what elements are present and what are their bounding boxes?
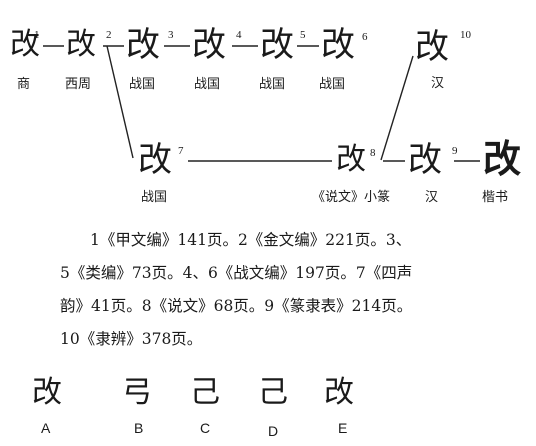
- glyph-zhanguo-3: 改: [126, 25, 160, 65]
- period-label-9: 汉: [425, 190, 439, 205]
- period-label-kaishu: 楷书: [482, 190, 509, 205]
- ref-number-6: 6: [362, 31, 368, 43]
- period-label-5: 战国: [259, 77, 286, 92]
- variant-label-b: B: [134, 420, 144, 436]
- ref-number-2: 2: [106, 29, 112, 41]
- period-label-xizhou: 西周: [65, 77, 92, 92]
- note-line-3: 韵》41页。8《说文》68页。9《篆隶表》214页。: [60, 297, 413, 315]
- ref-number-5: 5: [300, 29, 306, 41]
- variant-glyph-d: 己: [258, 375, 288, 410]
- connector-8-10: [380, 55, 414, 161]
- ref-number-8: 8: [370, 147, 376, 159]
- ref-number-1: 1: [34, 29, 40, 41]
- period-label-han-10: 汉: [431, 76, 445, 91]
- note-line-1: 1《甲文编》141页。2《金文编》221页。3、: [90, 231, 412, 249]
- glyph-han-10: 改: [415, 27, 449, 67]
- glyph-zhanguo-4: 改: [192, 25, 226, 65]
- variant-glyph-b: 弓: [122, 375, 152, 410]
- variant-glyph-a: 改: [32, 375, 62, 410]
- glyph-han-9: 改: [408, 140, 442, 180]
- glyph-xizhou: 改: [66, 27, 96, 62]
- period-label-4: 战国: [194, 77, 221, 92]
- ref-number-7: 7: [178, 145, 184, 157]
- ref-number-4: 4: [236, 29, 242, 41]
- ref-number-9: 9: [452, 145, 458, 157]
- period-label-shang: 商: [17, 77, 31, 92]
- period-label-8: 《说文》小篆: [312, 190, 391, 205]
- glyph-kaishu: 改: [483, 136, 522, 181]
- ref-number-3: 3: [168, 29, 174, 41]
- note-line-2: 5《类编》73页。4、6《战文编》197页。7《四声: [60, 264, 413, 282]
- glyph-zhanguo-7: 改: [138, 140, 172, 180]
- variant-label-c: C: [200, 420, 211, 436]
- note-line-4: 10《隶辨》378页。: [60, 330, 203, 348]
- glyph-shuowen-8: 改: [336, 142, 366, 177]
- period-label-3: 战国: [129, 77, 156, 92]
- glyph-zhanguo-5: 改: [260, 25, 294, 65]
- variant-label-e: E: [338, 420, 348, 436]
- variant-label-a: A: [41, 420, 51, 436]
- period-label-7: 战国: [141, 190, 168, 205]
- variant-glyph-c: 己: [190, 375, 220, 410]
- variant-glyph-e: 改: [324, 375, 354, 410]
- glyph-zhanguo-6: 改: [321, 25, 355, 65]
- glyph-shang: 改: [10, 27, 40, 62]
- period-label-6: 战国: [319, 77, 346, 92]
- connector-2-7: [106, 45, 134, 159]
- variant-label-d: D: [268, 423, 279, 439]
- ref-number-10: 10: [460, 29, 471, 41]
